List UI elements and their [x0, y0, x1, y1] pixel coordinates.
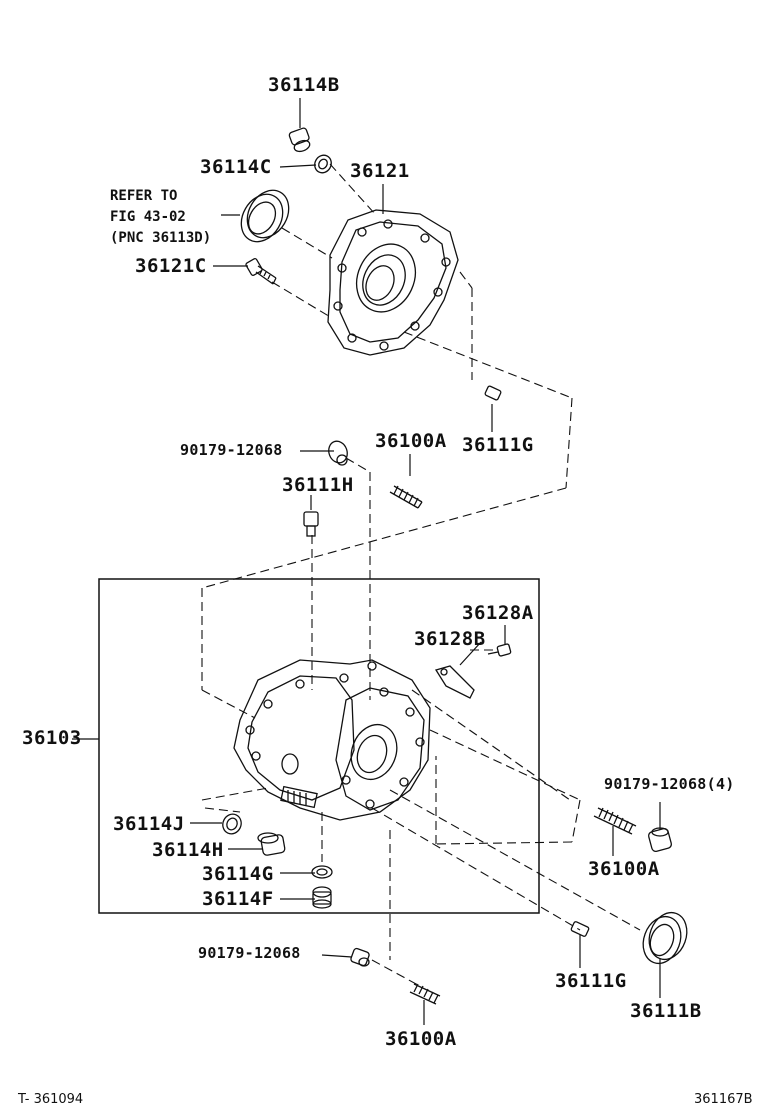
label-36114j: 36114J [113, 813, 185, 835]
sensor-36111h-part [303, 511, 319, 537]
bracket-36128b-part [434, 665, 475, 699]
case-cover-36121-part [327, 209, 459, 356]
label-36121: 36121 [350, 160, 410, 182]
nut-90179-bottom-part [350, 947, 370, 967]
dashed-guide-lines [201, 163, 641, 986]
nut-90179-top-part [328, 440, 348, 466]
plug-36114f-part [312, 886, 332, 909]
plug-36114b-part [288, 127, 311, 153]
label-36111b: 36111B [630, 1000, 702, 1022]
assembly-box [98, 578, 540, 914]
label-36114h: 36114H [152, 839, 224, 861]
label-90179-bottom: 90179-12068 [198, 944, 301, 962]
refer-note-line-2: FIG 43-02 [110, 209, 186, 225]
refer-note-line-3: (PNC 36113D) [110, 230, 212, 246]
label-90179-right: 90179-12068(4) [604, 775, 735, 793]
label-36111h: 36111H [282, 474, 354, 496]
label-36111g-top: 36111G [462, 434, 534, 456]
transfer-case-36103-part [233, 659, 431, 821]
bolt-36121c-part [245, 258, 277, 285]
label-36114b: 36114B [268, 74, 340, 96]
bolt-36128a-part [487, 643, 512, 657]
footer-illustration-code: 361167B [694, 1092, 753, 1107]
label-36111g-bottom: 36111G [555, 970, 627, 992]
label-36100a-bottom: 36100A [385, 1028, 457, 1050]
stud-36100a-bottom-part [409, 983, 441, 1005]
label-36114f: 36114F [202, 888, 274, 910]
label-36114c: 36114C [200, 156, 272, 178]
nut-90179-right-part [648, 827, 672, 852]
label-36100a-top: 36100A [375, 430, 447, 452]
washer-36114j-part [222, 813, 242, 835]
washer-36114g-part [311, 865, 333, 879]
label-36128b: 36128B [414, 628, 486, 650]
footer-figure-code: T- 361094 [18, 1092, 84, 1107]
stud-36100a-top-part [389, 485, 423, 509]
pin-36111g-top-part [484, 385, 502, 401]
label-36103: 36103 [22, 727, 82, 749]
label-36121c: 36121C [135, 255, 207, 277]
pin-36111g-bottom-part [570, 921, 590, 937]
label-36128a: 36128A [462, 602, 534, 624]
label-90179-top: 90179-12068 [180, 441, 283, 459]
refer-note: REFER TO FIG 43-02 (PNC 36113D) [110, 186, 211, 249]
oil-seal-36111b-part [642, 911, 688, 965]
refer-note-line-1: REFER TO [110, 188, 178, 204]
stud-36100a-right-part [593, 807, 637, 835]
label-36114g: 36114G [202, 863, 274, 885]
leader-lines [72, 98, 661, 1025]
washer-36114c-part [314, 154, 332, 174]
label-36100a-right: 36100A [588, 858, 660, 880]
plug-36114h-part [257, 832, 286, 856]
oil-seal-upper-part [240, 189, 290, 243]
